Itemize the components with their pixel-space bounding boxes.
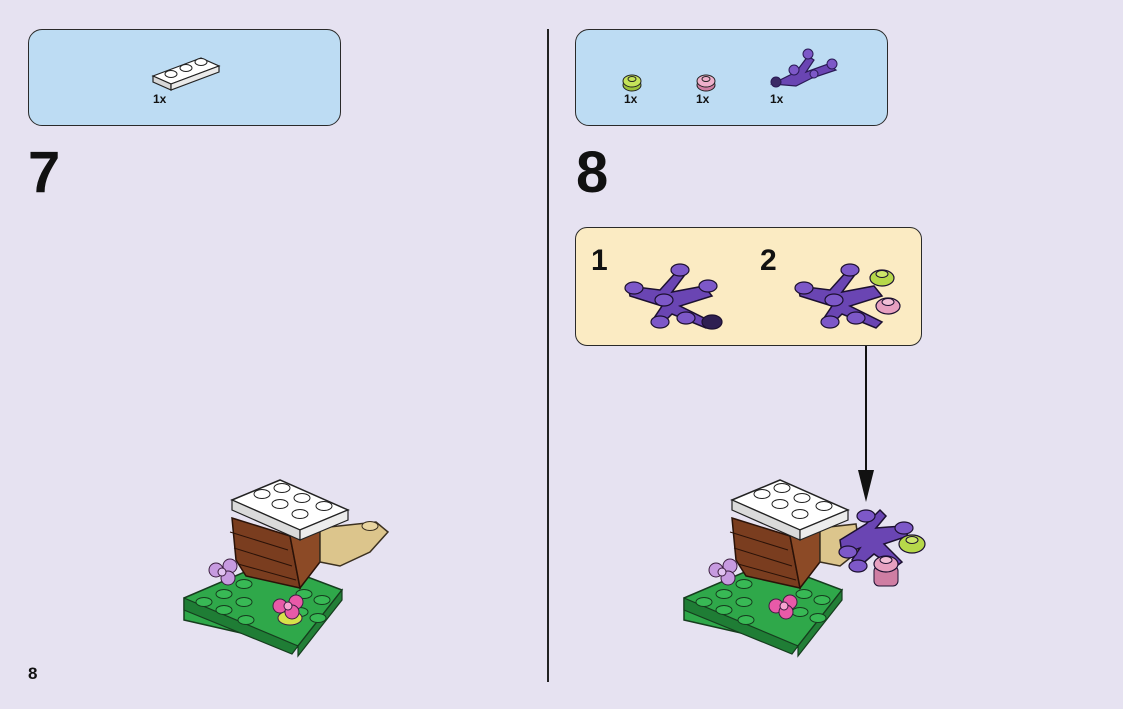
page-number: 8 [28, 664, 38, 683]
purple-branch-with-plates-icon [794, 263, 901, 329]
substep-number: 1 [591, 244, 608, 277]
lime-round-plate-icon [622, 74, 642, 92]
step-number: 8 [576, 140, 609, 205]
purple-branch-icon [624, 263, 723, 330]
page-divider [547, 29, 549, 682]
step-number: 7 [28, 140, 61, 205]
substep-box: 1 2 [575, 227, 922, 346]
pink-round-plate-icon [696, 74, 716, 92]
substep-number: 2 [760, 244, 777, 277]
parts-box-step-7: 1x [28, 29, 341, 126]
placement-arrow-icon [858, 346, 874, 502]
model-illustration-step-7 [183, 479, 390, 658]
part-qty: 1x [153, 92, 167, 106]
white-plate-1x3-icon [151, 57, 221, 91]
parts-box-step-8: 1x 1x 1x [575, 29, 888, 126]
purple-branch-icon [769, 48, 838, 88]
part-qty: 1x [770, 92, 784, 106]
part-qty: 1x [696, 92, 710, 106]
model-illustration-step-8 [683, 479, 926, 658]
part-qty: 1x [624, 92, 638, 106]
